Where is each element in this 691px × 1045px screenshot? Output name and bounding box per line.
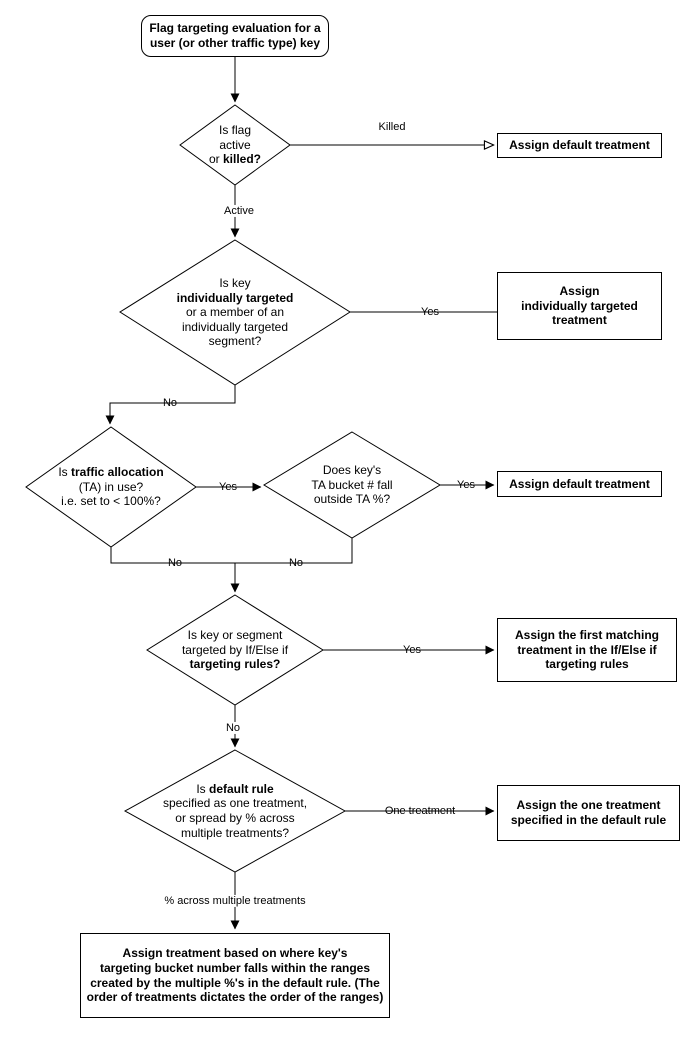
- decision-diamond-ta-bucket: [263, 431, 441, 539]
- decision-diamond-targeting-rules: [146, 594, 324, 706]
- decision-diamond-default-rule: [123, 749, 347, 873]
- edge-no-to-traffic-allocation: [105, 385, 236, 425]
- outcome-box-assign-default-treatment-2: Assign default treatment: [497, 471, 662, 497]
- edge-label-yes-individually-targeted: Yes: [421, 305, 439, 318]
- outcome-box-assign-default-treatment: Assign default treatment: [497, 133, 662, 158]
- edge-label-yes-ta-bucket: Yes: [457, 478, 475, 491]
- decision-diamond-flag-active-or-killed: [179, 104, 291, 186]
- edge-label-one-treatment: One treatment: [384, 804, 456, 817]
- decision-diamond-individually-targeted: [119, 239, 351, 386]
- decision-diamond-traffic-allocation: [25, 426, 197, 548]
- edge-label-active: Active: [222, 204, 256, 218]
- edge-label-yes-targeting-rules: Yes: [403, 643, 421, 656]
- edge-label-no-ta-bucket: No: [288, 556, 304, 569]
- decision-text-traffic-allocation: Is traffic allocation(TA) in use?i.e. se…: [58, 465, 164, 509]
- edge-label-killed: Killed: [378, 120, 406, 133]
- edge-label-no-traffic-allocation: No: [167, 556, 183, 569]
- edge-no-from-traffic-allocation: [110, 547, 235, 564]
- edge-label-yes-traffic-allocation: Yes: [219, 480, 237, 493]
- edge-label-no-targeting-rules: No: [223, 721, 243, 735]
- edge-label-pct-across-multiple-treatments: % across multiple treatments: [162, 894, 308, 908]
- edge-label-no-individually-targeted: No: [162, 396, 178, 409]
- edge-no-from-ta-bucket: [235, 538, 353, 564]
